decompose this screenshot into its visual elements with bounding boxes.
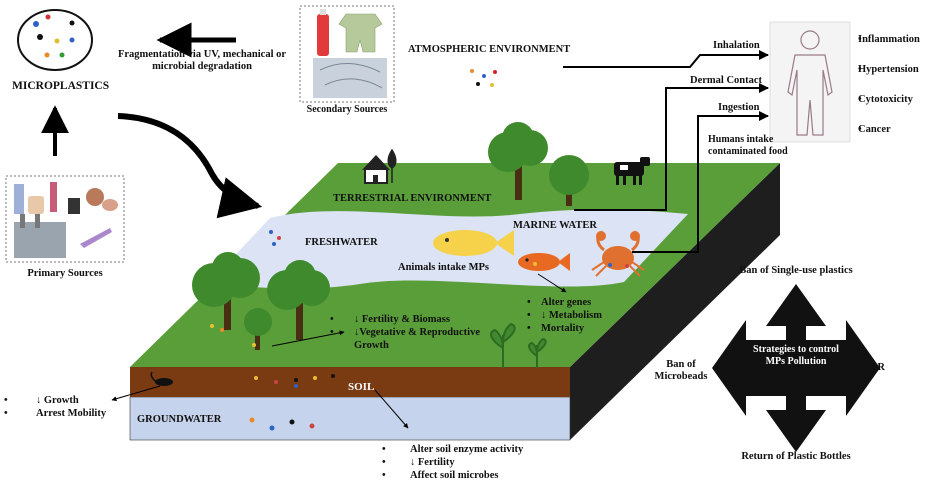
clothes-icon bbox=[338, 13, 383, 53]
plastic-bottle-icon bbox=[317, 14, 329, 56]
lipstick-icon bbox=[50, 182, 57, 212]
humans-intake-label: Humans intake contaminated food bbox=[708, 134, 788, 157]
tree-icon bbox=[192, 252, 260, 330]
soil-animal-arrow bbox=[111, 385, 161, 402]
microplastics-label: MICROPLASTICS bbox=[12, 80, 110, 92]
marine-effect-item: ↓ Metabolism bbox=[527, 309, 602, 322]
fragmentation-label: Fragmentation via UV, mechanical or micr… bbox=[117, 49, 287, 72]
soil-effect-item: ↓ Fertility bbox=[382, 456, 523, 469]
block-right-side bbox=[570, 163, 780, 440]
cow-icon bbox=[614, 157, 650, 185]
groundwater-label: GROUNDWATER bbox=[137, 414, 222, 425]
health-effect-item: Hypertension bbox=[858, 55, 920, 85]
soil-animal-effect-item: Arrest Mobility bbox=[4, 407, 106, 420]
fishing-net-icon bbox=[313, 58, 387, 98]
cosmetic-tube-icon bbox=[14, 184, 24, 214]
soil-effects-list: Alter soil enzyme activity ↓ Fertility A… bbox=[382, 443, 523, 482]
plant-effect-item: ↓Vegetative & Reproductive Growth bbox=[330, 326, 500, 352]
soil-animal-effects-list: ↓ Growth Arrest Mobility bbox=[4, 394, 106, 420]
ban-microbeads-label: Ban of Microbeads bbox=[654, 359, 708, 382]
return-bottles-label: Return of Plastic Bottles bbox=[741, 451, 851, 462]
crab-icon bbox=[591, 230, 645, 277]
health-effects-list: Inflammation Hypertension Cytotoxicity C… bbox=[858, 25, 920, 145]
tree-icon bbox=[267, 260, 330, 340]
tree-icon bbox=[549, 155, 589, 206]
inhalation-arrow bbox=[563, 50, 769, 68]
ban-single-use-label: Ban of Single-use plastics bbox=[739, 265, 853, 276]
plant-effects-list: ↓ Fertility & Biomass ↓Vegetative & Repr… bbox=[330, 313, 500, 352]
marine-effect-item: Mortality bbox=[527, 322, 602, 335]
soil-animal-effect-item: ↓ Growth bbox=[4, 394, 106, 407]
freshwater-label: FRESHWATER bbox=[305, 237, 378, 248]
secondary-sources-images bbox=[313, 9, 387, 98]
marine-effect-arrow bbox=[537, 273, 567, 293]
health-effect-item: Inflammation bbox=[858, 25, 920, 55]
health-effect-item: Cancer bbox=[858, 115, 920, 145]
secondary-sources-label: Secondary Sources bbox=[306, 104, 388, 115]
dermal-contact-label: Dermal Contact bbox=[690, 75, 763, 86]
microplastic-particles bbox=[210, 63, 824, 431]
soil-layer bbox=[130, 367, 570, 397]
fish-icon bbox=[518, 253, 570, 271]
earthworm-icon bbox=[150, 371, 173, 386]
tree-icons bbox=[192, 122, 589, 368]
tree-icon bbox=[244, 308, 272, 350]
compact-powder-icon bbox=[86, 188, 104, 206]
primary-sources-box bbox=[5, 175, 125, 263]
house-icon bbox=[362, 148, 397, 184]
microplastics-circle bbox=[17, 9, 93, 71]
health-effect-item: Cytotoxicity bbox=[858, 85, 920, 115]
microplastics-to-environment-arrow bbox=[117, 113, 263, 219]
epr-label: EPR bbox=[864, 362, 885, 373]
inhalation-label: Inhalation bbox=[713, 40, 760, 51]
atmospheric-label: ATMOSPHERIC ENVIRONMENT bbox=[408, 44, 571, 55]
ingestion-label: Ingestion bbox=[718, 102, 760, 113]
ingestion-arrow bbox=[632, 111, 769, 253]
strategies-center-label: Strategies to control MPs Pollution bbox=[753, 344, 839, 367]
dermal-contact-arrow bbox=[574, 83, 769, 211]
animals-intake-label: Animals intake MPs bbox=[398, 262, 490, 273]
soil-effect-item: Affect soil microbes bbox=[382, 469, 523, 482]
secondary-sources-box bbox=[299, 5, 395, 103]
soil-effect-arrow bbox=[374, 389, 409, 429]
primary-sources-label: Primary Sources bbox=[27, 268, 103, 279]
terrestrial-label: TERRESTRIAL ENVIRONMENT bbox=[333, 193, 492, 204]
strategies-star bbox=[712, 284, 880, 452]
primary-sources-images bbox=[14, 182, 118, 258]
marine-effects-list: Alter genes ↓ Metabolism Mortality bbox=[527, 296, 602, 335]
marine-water-label: MARINE WATER bbox=[513, 220, 597, 231]
fish-icon bbox=[433, 230, 514, 256]
fish-icons bbox=[433, 230, 570, 271]
soil-label: SOIL bbox=[348, 381, 375, 393]
groundwater-layer bbox=[129, 396, 571, 441]
plant-effect-item: ↓ Fertility & Biomass bbox=[330, 313, 500, 326]
soil-effect-item: Alter soil enzyme activity bbox=[382, 443, 523, 456]
marine-effect-item: Alter genes bbox=[527, 296, 602, 309]
human-body-icon bbox=[769, 21, 851, 143]
flow-arrows bbox=[41, 22, 769, 429]
tree-icon bbox=[488, 122, 548, 200]
